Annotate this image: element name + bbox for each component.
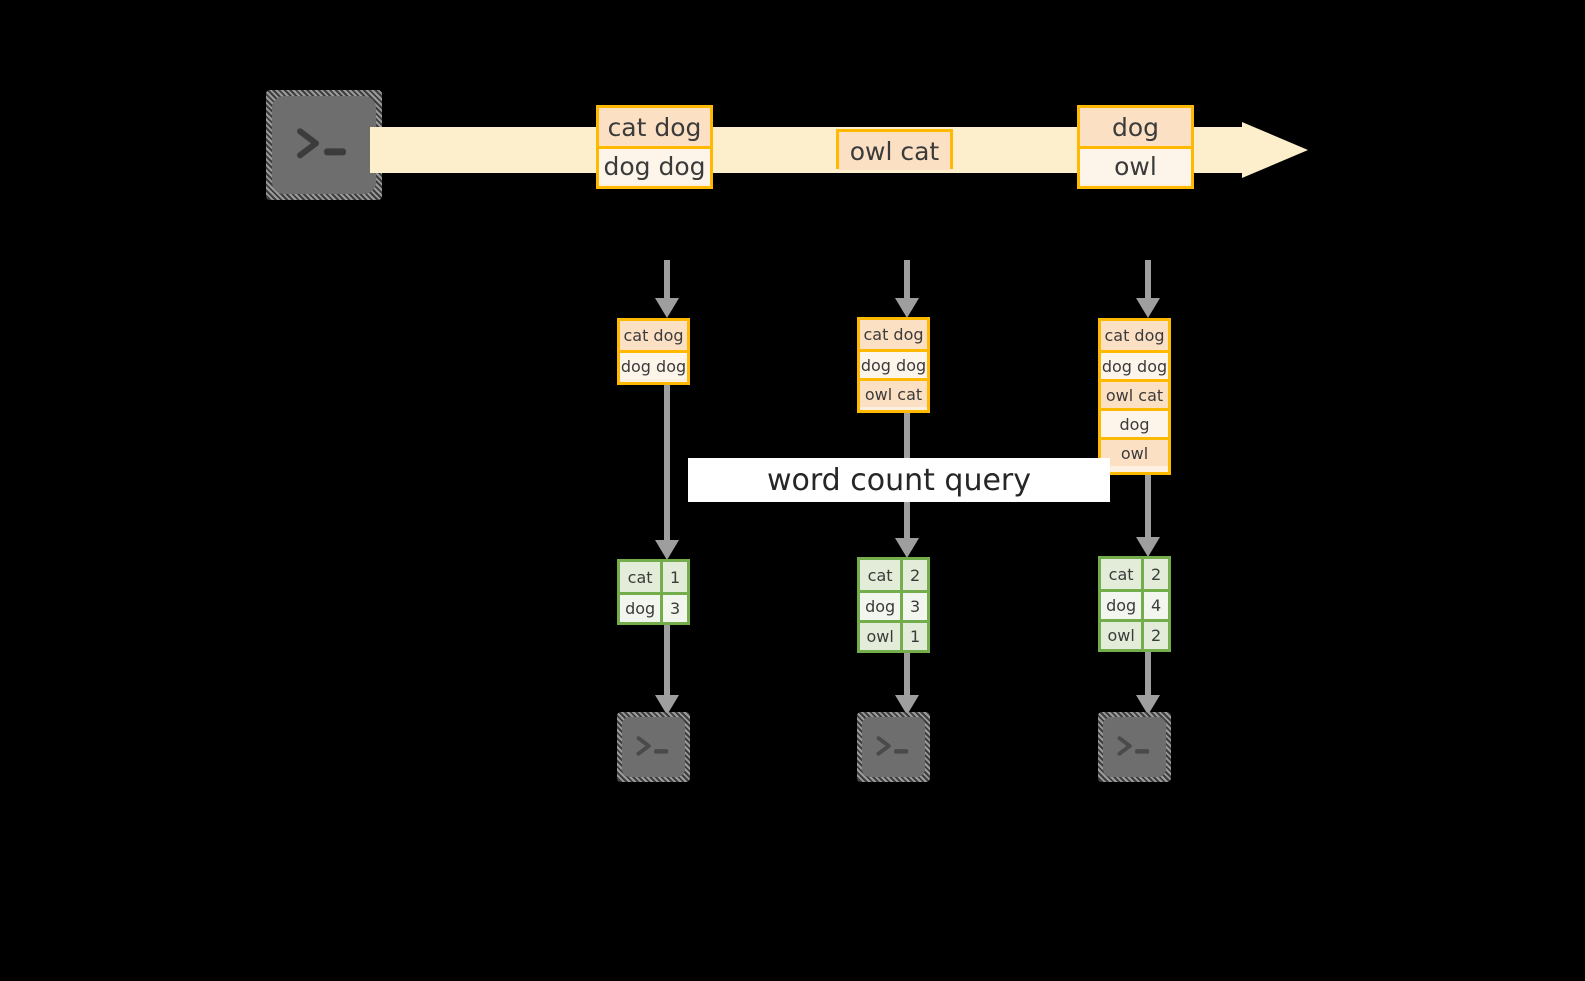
word-cell: cat	[620, 562, 661, 592]
flow-arrow-icon	[894, 260, 920, 318]
prompt-glyph-icon	[1117, 736, 1149, 756]
table-row: dog 3	[620, 592, 687, 622]
count-cell: 3	[660, 595, 687, 622]
flow-arrow-icon	[1135, 260, 1161, 318]
table-row: cat 2	[1101, 559, 1168, 589]
sink-terminal-icon[interactable]	[857, 712, 930, 782]
sink-terminal-icon[interactable]	[1098, 712, 1171, 782]
stream-record[interactable]: cat dog dog dog	[596, 105, 713, 189]
table-row: cat 2	[860, 560, 927, 590]
table-row: owl 2	[1101, 619, 1168, 649]
input-line: owl cat	[860, 378, 927, 407]
stream-record-line: dog	[1080, 108, 1191, 146]
terminal-screen	[862, 717, 925, 777]
flow-arrow-icon	[654, 260, 680, 318]
table-row: dog 3	[860, 590, 927, 620]
input-line: cat dog	[1101, 321, 1168, 350]
result-table[interactable]: cat 2 dog 4 owl 2	[1098, 556, 1171, 652]
input-line: dog dog	[1101, 350, 1168, 379]
prompt-glyph-icon	[297, 128, 346, 159]
accumulated-input-box[interactable]: cat dog dog dog owl cat dog owl	[1098, 318, 1171, 475]
count-cell: 3	[900, 593, 927, 620]
terminal-screen	[622, 717, 685, 777]
accumulated-input-box[interactable]: cat dog dog dog owl cat	[857, 317, 930, 413]
count-cell: 4	[1141, 592, 1168, 619]
terminal-screen	[1103, 717, 1166, 777]
word-cell: dog	[860, 593, 901, 620]
query-arrow-icon	[1135, 475, 1161, 557]
source-terminal-icon[interactable]	[266, 90, 382, 200]
query-label: word count query	[688, 458, 1110, 502]
word-cell: owl	[1101, 622, 1142, 649]
count-cell: 1	[900, 623, 927, 650]
word-cell: owl	[860, 623, 901, 650]
stream-arrowhead-icon	[1242, 122, 1308, 178]
stream-record-line: owl	[1080, 146, 1191, 184]
input-line: cat dog	[860, 320, 927, 349]
input-line: dog dog	[620, 350, 687, 379]
input-line: cat dog	[620, 321, 687, 350]
word-cell: dog	[1101, 592, 1142, 619]
word-cell: cat	[860, 560, 901, 590]
word-cell: dog	[620, 595, 661, 622]
stream-record-line: dog dog	[599, 146, 710, 184]
input-line: dog dog	[860, 349, 927, 378]
count-cell: 2	[900, 560, 927, 590]
prompt-glyph-icon	[636, 736, 668, 756]
word-cell: cat	[1101, 559, 1142, 589]
sink-arrow-icon	[654, 625, 680, 715]
sink-terminal-icon[interactable]	[617, 712, 690, 782]
table-row: owl 1	[860, 620, 927, 650]
accumulated-input-box[interactable]: cat dog dog dog	[617, 318, 690, 385]
input-line: owl cat	[1101, 379, 1168, 408]
stream-record-line: cat dog	[599, 108, 710, 146]
stream-record-line: owl cat	[839, 132, 950, 170]
count-cell: 2	[1141, 559, 1168, 589]
prompt-glyph-icon	[876, 736, 908, 756]
sink-arrow-icon	[1135, 652, 1161, 715]
count-cell: 1	[660, 562, 687, 592]
terminal-screen	[272, 96, 376, 194]
table-row: dog 4	[1101, 589, 1168, 619]
result-table[interactable]: cat 1 dog 3	[617, 559, 690, 625]
query-label-text: word count query	[766, 462, 1032, 498]
table-row: cat 1	[620, 562, 687, 592]
input-line: owl	[1101, 437, 1168, 466]
count-cell: 2	[1141, 622, 1168, 649]
query-arrow-icon	[654, 385, 680, 560]
result-table[interactable]: cat 2 dog 3 owl 1	[857, 557, 930, 653]
stream-record[interactable]: owl cat	[836, 129, 953, 170]
input-line: dog	[1101, 408, 1168, 437]
sink-arrow-icon	[894, 653, 920, 715]
stream-record[interactable]: dog owl	[1077, 105, 1194, 189]
